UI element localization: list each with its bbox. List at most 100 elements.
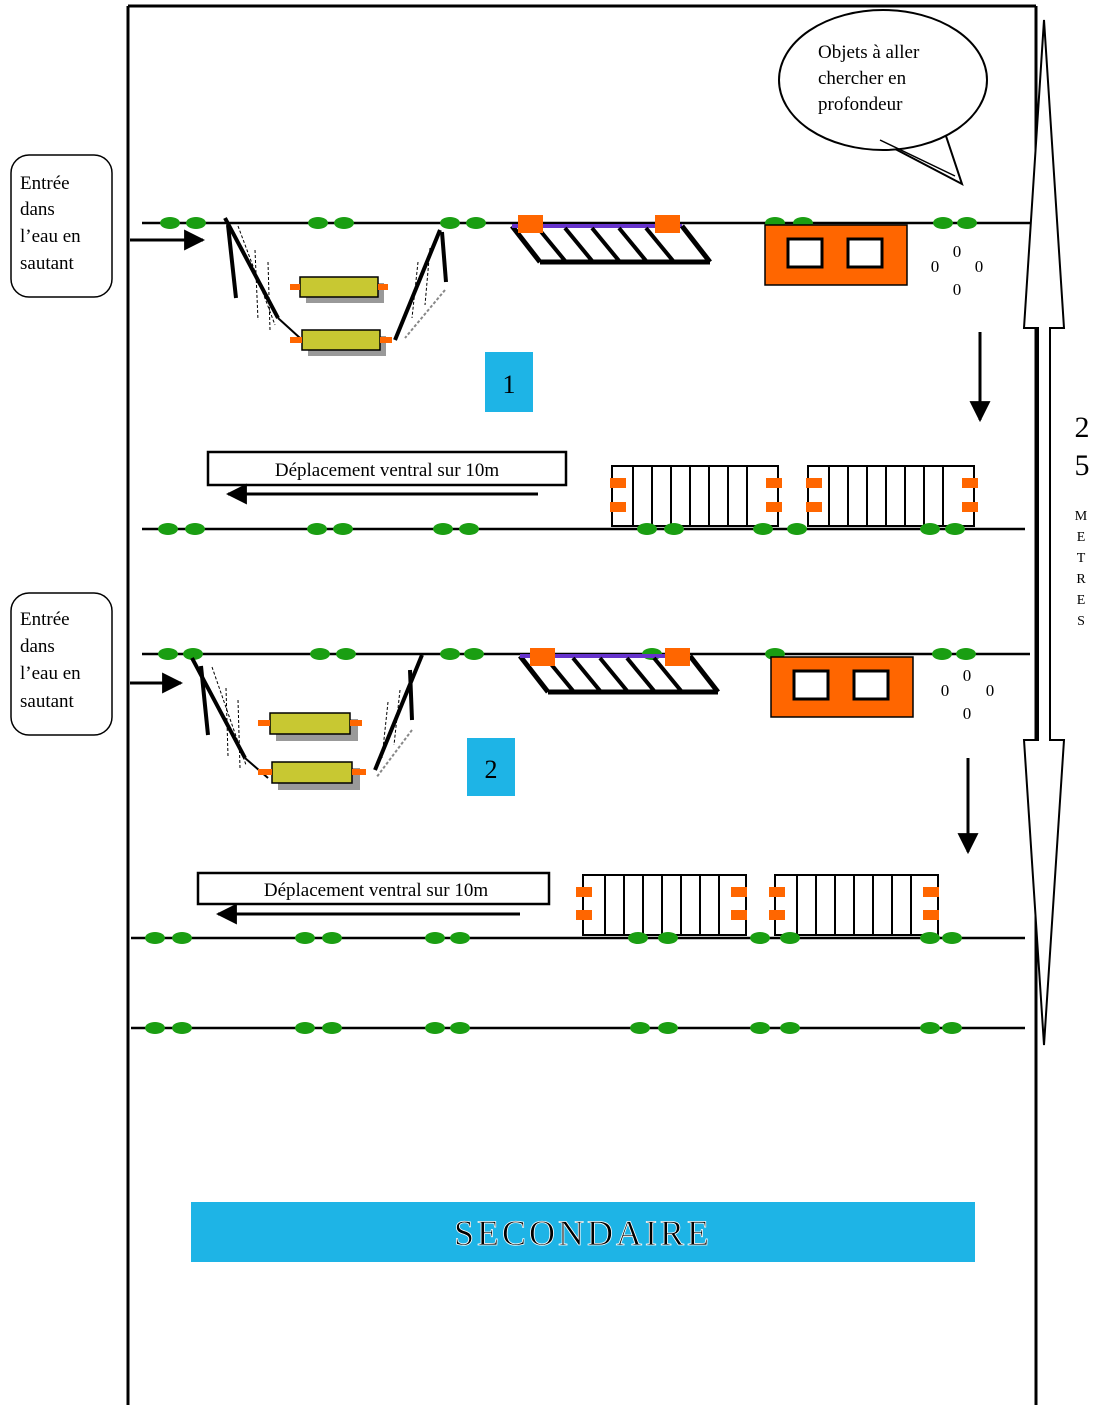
float <box>334 217 354 229</box>
float-group <box>145 932 962 944</box>
float <box>158 523 178 535</box>
object: 0 <box>975 257 984 276</box>
float <box>459 523 479 535</box>
distance-unit-letter: E <box>1077 530 1086 545</box>
float <box>780 932 800 944</box>
float-group <box>145 1022 962 1034</box>
float <box>145 932 165 944</box>
movement-box <box>206 450 568 487</box>
float <box>932 648 952 660</box>
distance-unit-letter: R <box>1076 572 1086 587</box>
float-group <box>160 217 977 229</box>
entry-line: Entrée <box>20 173 70 194</box>
ladder-obstacle <box>510 215 712 265</box>
ladder-obstacle <box>518 648 720 695</box>
float <box>183 648 203 660</box>
float <box>333 523 353 535</box>
float <box>322 932 342 944</box>
mat-obstacle <box>610 465 782 527</box>
object: 0 <box>963 704 972 723</box>
float <box>753 523 773 535</box>
float <box>172 932 192 944</box>
movement-label: Déplacement ventral sur 10m <box>264 880 488 901</box>
lane-number-box <box>485 352 533 412</box>
float <box>780 1022 800 1034</box>
float <box>933 217 953 229</box>
float <box>295 1022 315 1034</box>
entry-line: dans <box>20 199 55 220</box>
float <box>185 523 205 535</box>
v-net-obstacle <box>223 217 448 356</box>
distance-value-digit: 2 <box>1075 411 1090 444</box>
lane-number: 1 <box>503 370 516 399</box>
v-net-obstacle <box>190 654 424 790</box>
bubble-line: Objets à aller <box>818 42 920 63</box>
float <box>658 1022 678 1034</box>
distance-unit-letter: E <box>1077 593 1086 608</box>
float <box>787 523 807 535</box>
float <box>186 217 206 229</box>
float <box>158 648 178 660</box>
entry-line: sautant <box>20 253 75 274</box>
object: 0 <box>953 242 962 261</box>
lane-number-box <box>467 738 515 796</box>
float <box>145 1022 165 1034</box>
banner-label: SECONDAIRE <box>454 1213 712 1253</box>
float-group <box>158 523 965 535</box>
float <box>945 523 965 535</box>
float <box>956 648 976 660</box>
float <box>450 1022 470 1034</box>
bubble-line: chercher en <box>818 68 907 89</box>
entry-box <box>10 592 113 736</box>
float <box>425 932 445 944</box>
box-obstacle <box>770 656 914 718</box>
object: 0 <box>931 257 940 276</box>
entry-line: l’eau en <box>20 663 81 684</box>
entry-line: l’eau en <box>20 226 81 247</box>
box-obstacle <box>764 224 908 286</box>
float <box>336 648 356 660</box>
bubble-line: profondeur <box>818 94 903 115</box>
float <box>308 217 328 229</box>
float <box>942 1022 962 1034</box>
float <box>750 1022 770 1034</box>
float <box>628 932 648 944</box>
objects-group: 0 0 0 0 <box>931 242 984 299</box>
float <box>658 932 678 944</box>
float <box>322 1022 342 1034</box>
mat-obstacle <box>769 874 939 936</box>
float <box>466 217 486 229</box>
float <box>920 523 940 535</box>
entry-line: Entrée <box>20 609 70 630</box>
distance-unit-letter: M <box>1075 509 1088 524</box>
object: 0 <box>941 681 950 700</box>
mat-obstacle <box>576 874 747 936</box>
float <box>750 932 770 944</box>
float <box>630 1022 650 1034</box>
station-1: Entrée dans l’eau en sautant <box>10 154 1030 535</box>
distance-value-digit: 5 <box>1075 449 1090 482</box>
float <box>920 932 940 944</box>
float <box>464 648 484 660</box>
objects-group: 0 0 0 0 <box>941 666 995 723</box>
float <box>433 523 453 535</box>
object: 0 <box>963 666 972 685</box>
float <box>957 217 977 229</box>
banner <box>191 1202 975 1262</box>
entry-line: dans <box>20 636 55 657</box>
float <box>425 1022 445 1034</box>
entry-line: sautant <box>20 691 75 712</box>
float <box>310 648 330 660</box>
entry-box <box>10 154 113 298</box>
mat-obstacle <box>806 465 978 527</box>
station-2: Entrée dans l’eau en sautant <box>10 592 1030 944</box>
movement-box <box>196 871 551 906</box>
distance-unit-letter: S <box>1077 614 1085 629</box>
speech-bubble: Objets à aller chercher en profondeur <box>778 9 988 187</box>
float <box>307 523 327 535</box>
float <box>637 523 657 535</box>
float <box>450 932 470 944</box>
object: 0 <box>953 280 962 299</box>
movement-label: Déplacement ventral sur 10m <box>275 460 499 481</box>
